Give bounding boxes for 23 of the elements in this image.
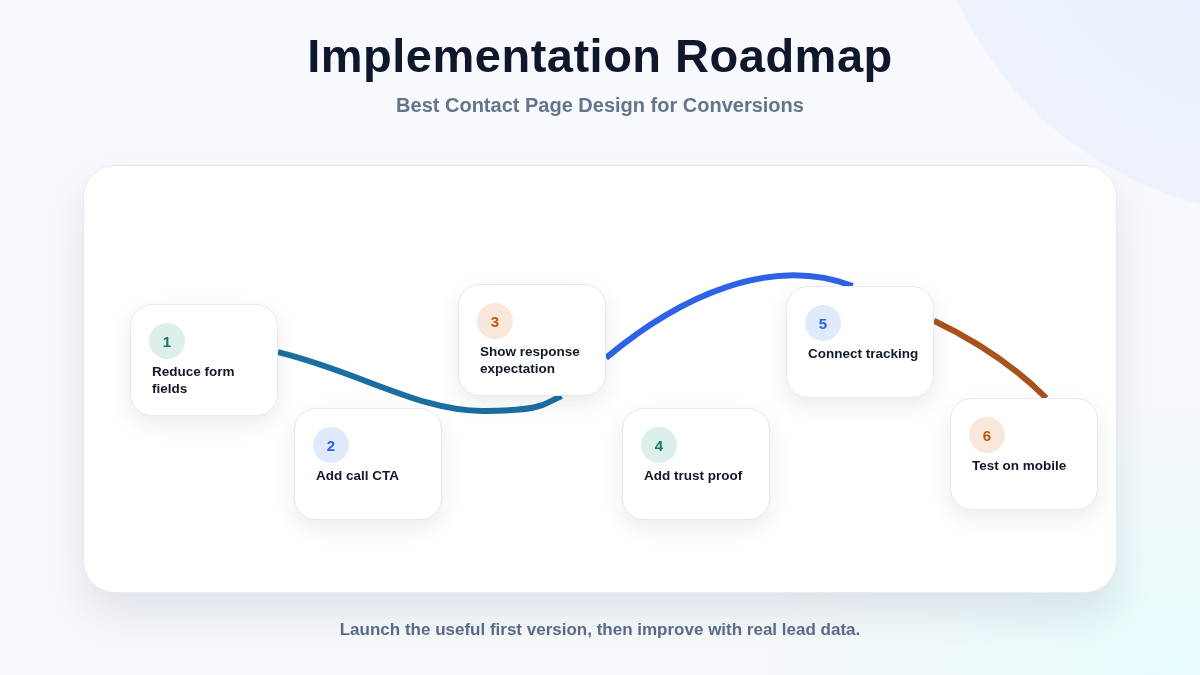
step-number-badge: 4 [641, 427, 677, 463]
step-number-badge: 5 [805, 305, 841, 341]
step-title: Connect tracking [808, 345, 920, 362]
step-card [786, 286, 934, 398]
step-title: Reduce form fields [152, 363, 236, 397]
step-card [294, 408, 442, 520]
step-title: Add trust proof [644, 467, 744, 484]
step-card [458, 284, 606, 396]
step-number-badge: 3 [477, 303, 513, 339]
step-number-badge: 1 [149, 323, 185, 359]
step-title: Add call CTA [316, 467, 400, 484]
subtitle: Best Contact Page Design for Conversions [396, 94, 804, 116]
step-card [950, 398, 1098, 510]
connector-curve [277, 349, 563, 414]
step-card [622, 408, 770, 520]
step-title: Test on mobile [972, 457, 1068, 474]
step-card [130, 304, 278, 416]
step-title: Show response expectation [480, 343, 581, 377]
title: Implementation Roadmap [307, 29, 893, 82]
step-number-badge: 6 [969, 417, 1005, 453]
caption: Launch the useful first version, then improve with real lead data. [339, 620, 861, 639]
connector-curve [604, 272, 854, 361]
step-number-badge: 2 [313, 427, 349, 463]
